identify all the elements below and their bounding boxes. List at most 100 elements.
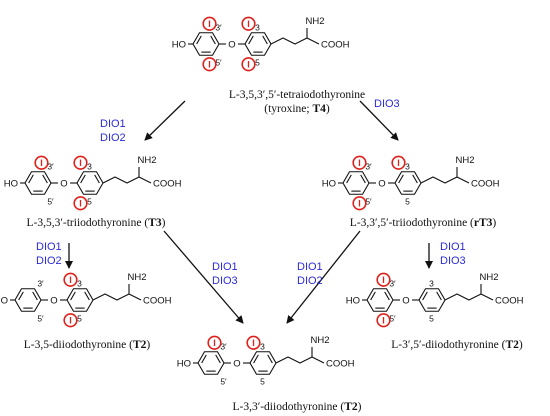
amino-group: NH2: [310, 335, 329, 346]
enzyme-label-t4-rt3: DIO3: [374, 98, 400, 110]
carboxyl-group: COOH: [471, 179, 500, 190]
iodine-symbol: I: [40, 158, 43, 168]
iodine-marker: I: [376, 272, 391, 287]
enzyme-dio2: DIO2: [297, 275, 323, 287]
iodine-marker: I: [34, 155, 49, 170]
position-5: 5: [255, 57, 260, 67]
hydroxyl-group: HO: [177, 359, 191, 370]
t2-35p-name: L-3′,5′-diiodothyronine (T2): [391, 339, 523, 351]
iodine-symbol: I: [252, 338, 255, 348]
iodine-symbol: I: [79, 158, 82, 168]
iodine-marker: I: [63, 313, 78, 328]
iodine-symbol: I: [213, 338, 216, 348]
iodine-symbol: I: [208, 60, 211, 70]
side-chain: [420, 176, 458, 184]
iodine-symbol: I: [69, 316, 72, 326]
carboxyl-group: COOH: [321, 40, 350, 51]
t4-name-line2: (tyroxine; T4): [264, 103, 330, 115]
iodine-symbol: I: [69, 275, 72, 285]
iodine-symbol: I: [358, 199, 361, 209]
enzyme-dio3: DIO3: [374, 98, 400, 110]
ether-oxygen: O: [60, 179, 67, 190]
ether-oxygen: O: [402, 296, 409, 307]
enzyme-dio2: DIO2: [36, 255, 62, 267]
position-5-prime: 5′: [365, 196, 372, 206]
t3-name: L-3,5,3′-triiodothyronine (T3): [27, 217, 166, 229]
carboxyl-group: COOH: [326, 359, 355, 370]
iodine-symbol: I: [208, 19, 211, 29]
amino-group: NH2: [305, 16, 324, 27]
enzyme-dio1: DIO1: [212, 261, 238, 273]
arrow-t4-to-t3: [144, 100, 186, 141]
side-chain: [92, 293, 130, 301]
position-3: 3: [255, 23, 260, 33]
side-chain: [102, 176, 140, 184]
position-3-prime: 3′: [47, 162, 54, 172]
t2-33p-name: L-3,3′-diiodothyronine (T2): [232, 401, 361, 413]
position-5-prime: 5′: [220, 376, 227, 386]
iodine-marker: I: [73, 155, 88, 170]
enzyme-label-t3-t2-35: DIO1 DIO2: [36, 241, 62, 267]
position-3-prime: 3′: [215, 23, 222, 33]
enzyme-label-rt3-t2-35p: DIO1 DIO3: [440, 241, 466, 267]
position-5: 5: [405, 196, 410, 206]
rt3-name: L-3,3′,5′-triiodothyronine (rT3): [350, 217, 497, 229]
position-5-prime: 5′: [215, 57, 222, 67]
iodine-symbol: I: [397, 158, 400, 168]
iodine-marker: I: [241, 57, 256, 72]
position-3-prime: 3′: [389, 279, 396, 289]
hydroxyl-group: HO: [346, 296, 360, 307]
hydroxyl-group: HO: [0, 296, 8, 307]
hydroxyl-group: HO: [322, 179, 336, 190]
position-5-prime: 5′: [37, 313, 44, 323]
amino-group: NH2: [455, 155, 474, 166]
carboxyl-group: COOH: [153, 179, 182, 190]
position-3-prime: 3′: [37, 279, 44, 289]
amino-group: NH2: [479, 272, 498, 283]
amino-group: NH2: [137, 155, 156, 166]
enzyme-dio1: DIO1: [297, 261, 323, 273]
iodine-marker: I: [241, 16, 256, 31]
hydroxyl-group: HO: [172, 40, 186, 51]
iodine-marker: I: [352, 155, 367, 170]
carboxyl-group: COOH: [143, 296, 172, 307]
position-3-prime: 3′: [365, 162, 372, 172]
ether-oxygen: O: [378, 179, 385, 190]
iodine-symbol: I: [358, 158, 361, 168]
iodine-marker: I: [202, 16, 217, 31]
ether-oxygen: O: [228, 40, 235, 51]
hydroxyl-group: HO: [4, 179, 18, 190]
position-3: 3: [405, 162, 410, 172]
t4-name-line1: L-3,5,3′,5′-tetraiodothyronine: [229, 89, 365, 101]
position-3: 3: [429, 279, 434, 289]
position-5-prime: 5′: [47, 196, 54, 206]
iodine-marker: I: [391, 155, 406, 170]
ether-oxygen: O: [50, 296, 57, 307]
position-3: 3: [260, 342, 265, 352]
iodine-marker: I: [73, 196, 88, 211]
position-5: 5: [260, 376, 265, 386]
iodine-marker: I: [63, 272, 78, 287]
iodine-marker: I: [207, 335, 222, 350]
iodine-symbol: I: [79, 199, 82, 209]
position-5: 5: [87, 196, 92, 206]
iodine-symbol: I: [247, 60, 250, 70]
enzyme-label-t3-t2-33p: DIO1 DIO3: [212, 261, 238, 287]
amino-group: NH2: [127, 272, 146, 283]
arrow-t4-to-rt3: [359, 100, 399, 141]
enzyme-dio3: DIO3: [212, 275, 238, 287]
iodine-symbol: I: [382, 275, 385, 285]
position-3: 3: [87, 162, 92, 172]
position-3: 3: [77, 279, 82, 289]
arrow-rt3-to-t2-33p: [286, 230, 361, 324]
enzyme-label-t4-t3: DIO1 DIO2: [100, 118, 126, 144]
enzyme-dio1: DIO1: [100, 118, 126, 130]
carboxyl-group: COOH: [495, 296, 524, 307]
iodine-marker: I: [246, 335, 261, 350]
iodine-marker: I: [352, 196, 367, 211]
